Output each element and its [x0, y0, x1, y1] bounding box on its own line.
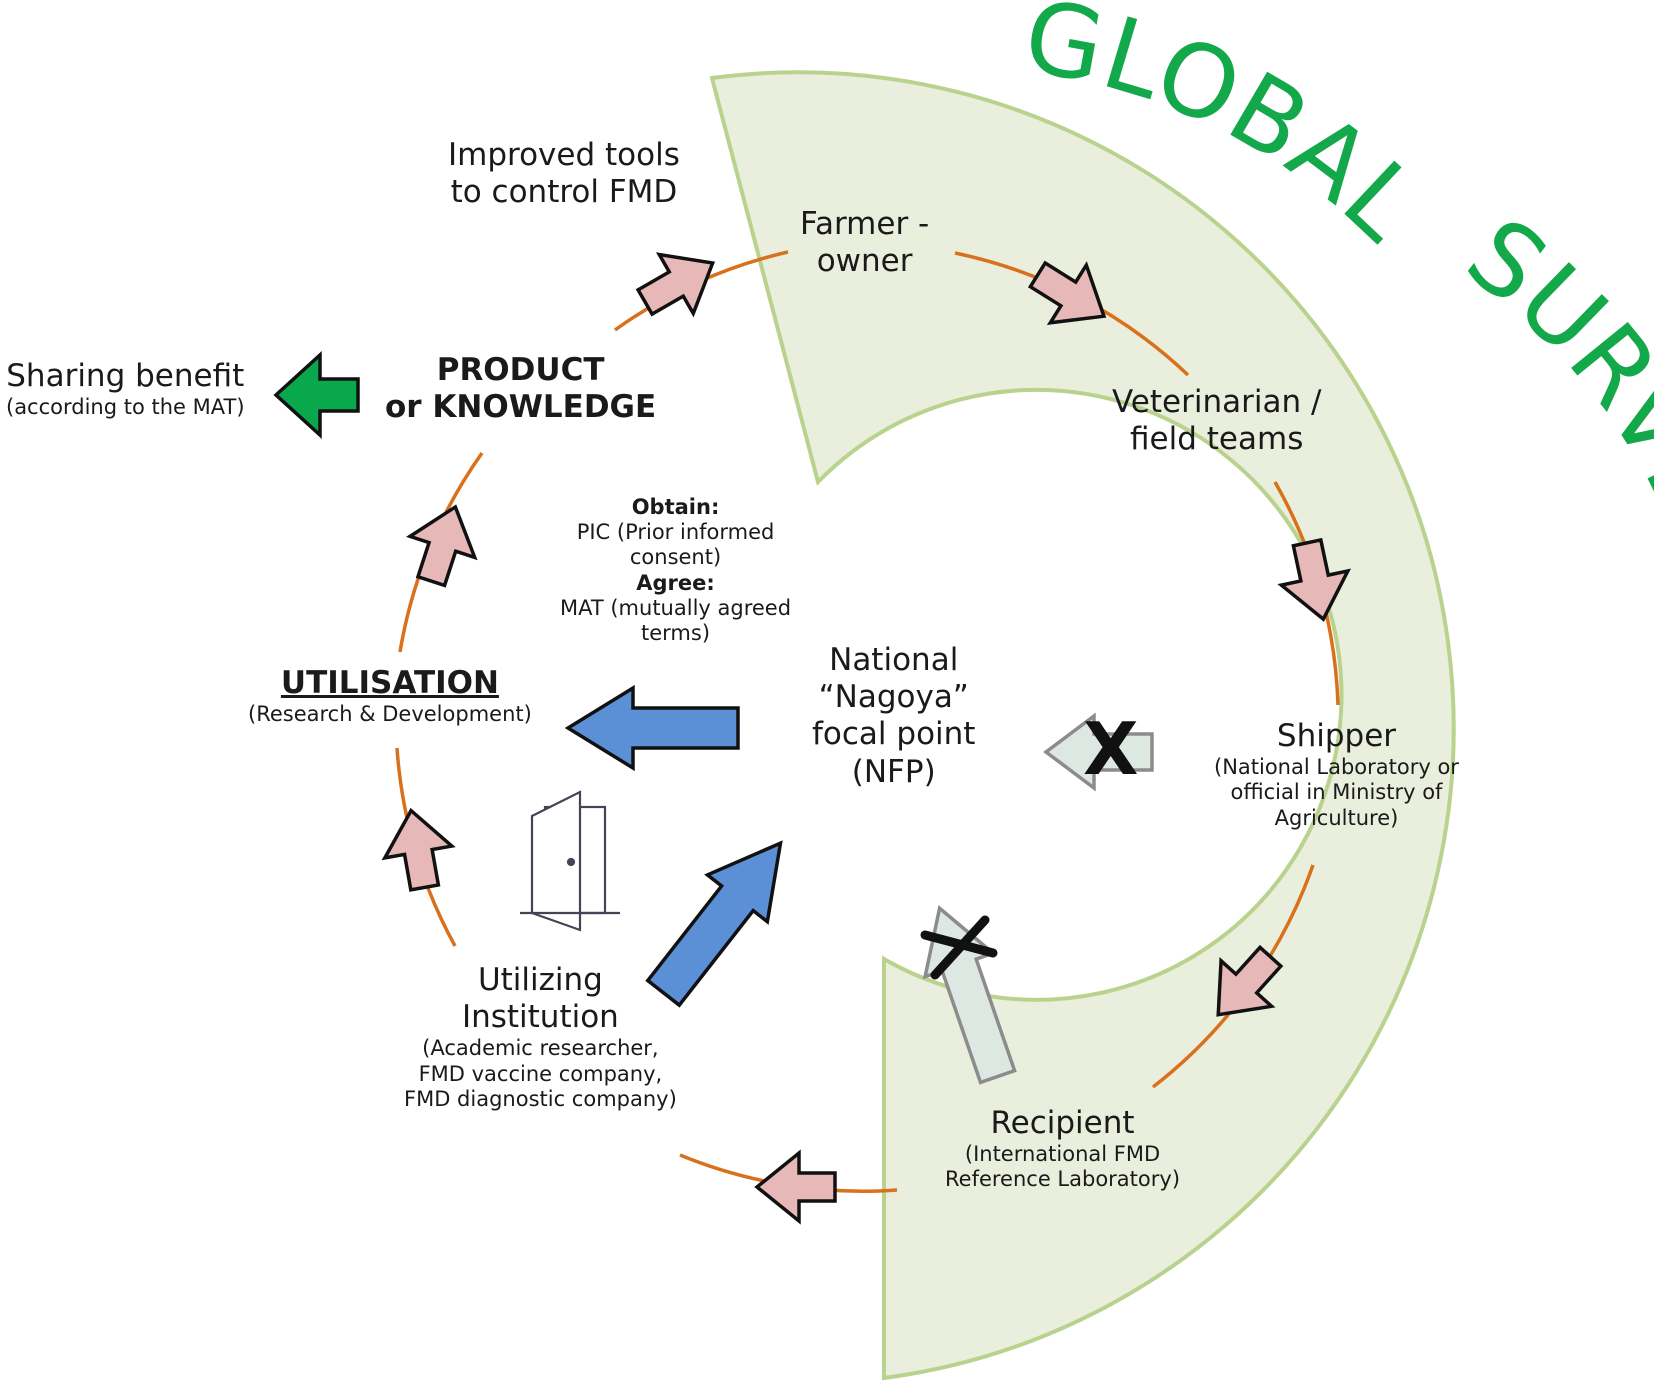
conditions-label: Obtain: PIC (Prior informed consent) Agr… [560, 495, 791, 646]
utilisation-title: UTILISATION [280, 665, 499, 701]
surveillance-band [709, 70, 1456, 1381]
cycle-arrow-utilisation-to-product [406, 504, 478, 588]
recipient-detail-2: Reference Laboratory) [945, 1167, 1181, 1192]
cycle-arrow-shipper-to-recipient [1216, 944, 1284, 1017]
utilizing-to-nfp-arrow [645, 840, 783, 1008]
product-knowledge-label: PRODUCT or KNOWLEDGE [385, 352, 657, 426]
title-surveillance: SURVEILLANCE [1446, 195, 1654, 969]
cycle-arrow-tools-to-farmer [635, 252, 716, 318]
sharing-detail: (according to the MAT) [6, 395, 245, 420]
cycle-arrow-farmer-to-vet [1027, 260, 1107, 325]
agree-text-1: MAT (mutually agreed [560, 595, 792, 620]
utilizing-title-1: Utilizing [477, 962, 603, 998]
cross-lower [920, 915, 998, 980]
shipper-title: Shipper [1276, 718, 1397, 754]
obtain-text-1: PIC (Prior informed [576, 520, 775, 545]
shipper-detail-3: Agriculture) [1274, 805, 1399, 830]
shipper-label: Shipper (National Laboratory or official… [1214, 718, 1459, 831]
cycle-arrow-utilizing-to-utilisation [381, 807, 456, 892]
utilizing-title-2: Institution [461, 999, 619, 1036]
veterinarian-label: Veterinarian / field teams [1112, 384, 1322, 458]
sharing-title: Sharing benefit [6, 358, 245, 394]
cycle-arrow-vet-to-shipper [1277, 537, 1352, 622]
sharing-benefit-label: Sharing benefit (according to the MAT) [6, 358, 245, 420]
agree-text-2: terms) [641, 620, 711, 645]
agree-label: Agree: [636, 570, 715, 595]
cycle-arrow-recipient-to-utilizing [754, 1149, 837, 1225]
blocked-shipper-to-nfp-arrow [1043, 712, 1154, 792]
shipper-detail-1: (National Laboratory or [1214, 755, 1459, 780]
recipient-title: Recipient [990, 1105, 1135, 1141]
shipper-detail-2: official in Ministry of [1230, 780, 1443, 805]
utilisation-detail: (Research & Development) [248, 702, 532, 727]
utilizing-detail-1: (Academic researcher, [422, 1036, 659, 1061]
improved-tools-label: Improved tools to control FMD [448, 137, 680, 211]
obtain-text-2: consent) [629, 545, 722, 570]
open-door-icon [520, 790, 620, 932]
recipient-detail-1: (International FMD [964, 1142, 1161, 1167]
utilizing-detail-2: FMD vaccine company, [418, 1061, 663, 1086]
utilizing-institution-label: Utilizing Institution (Academic research… [404, 962, 677, 1112]
nfp-label: National “Nagoya” focal point (NFP) [812, 642, 976, 790]
obtain-label: Obtain: [631, 495, 720, 519]
benefit-arrow [273, 351, 360, 439]
farmer-owner-label: Farmer - owner [800, 206, 930, 280]
nfp-to-utilisation-arrow [564, 684, 740, 772]
utilizing-detail-3: FMD diagnostic company) [404, 1086, 677, 1111]
cross-upper: X [1083, 707, 1139, 791]
recipient-label: Recipient (International FMD Reference L… [945, 1105, 1180, 1193]
utilisation-label: UTILISATION (Research & Development) [248, 665, 532, 727]
